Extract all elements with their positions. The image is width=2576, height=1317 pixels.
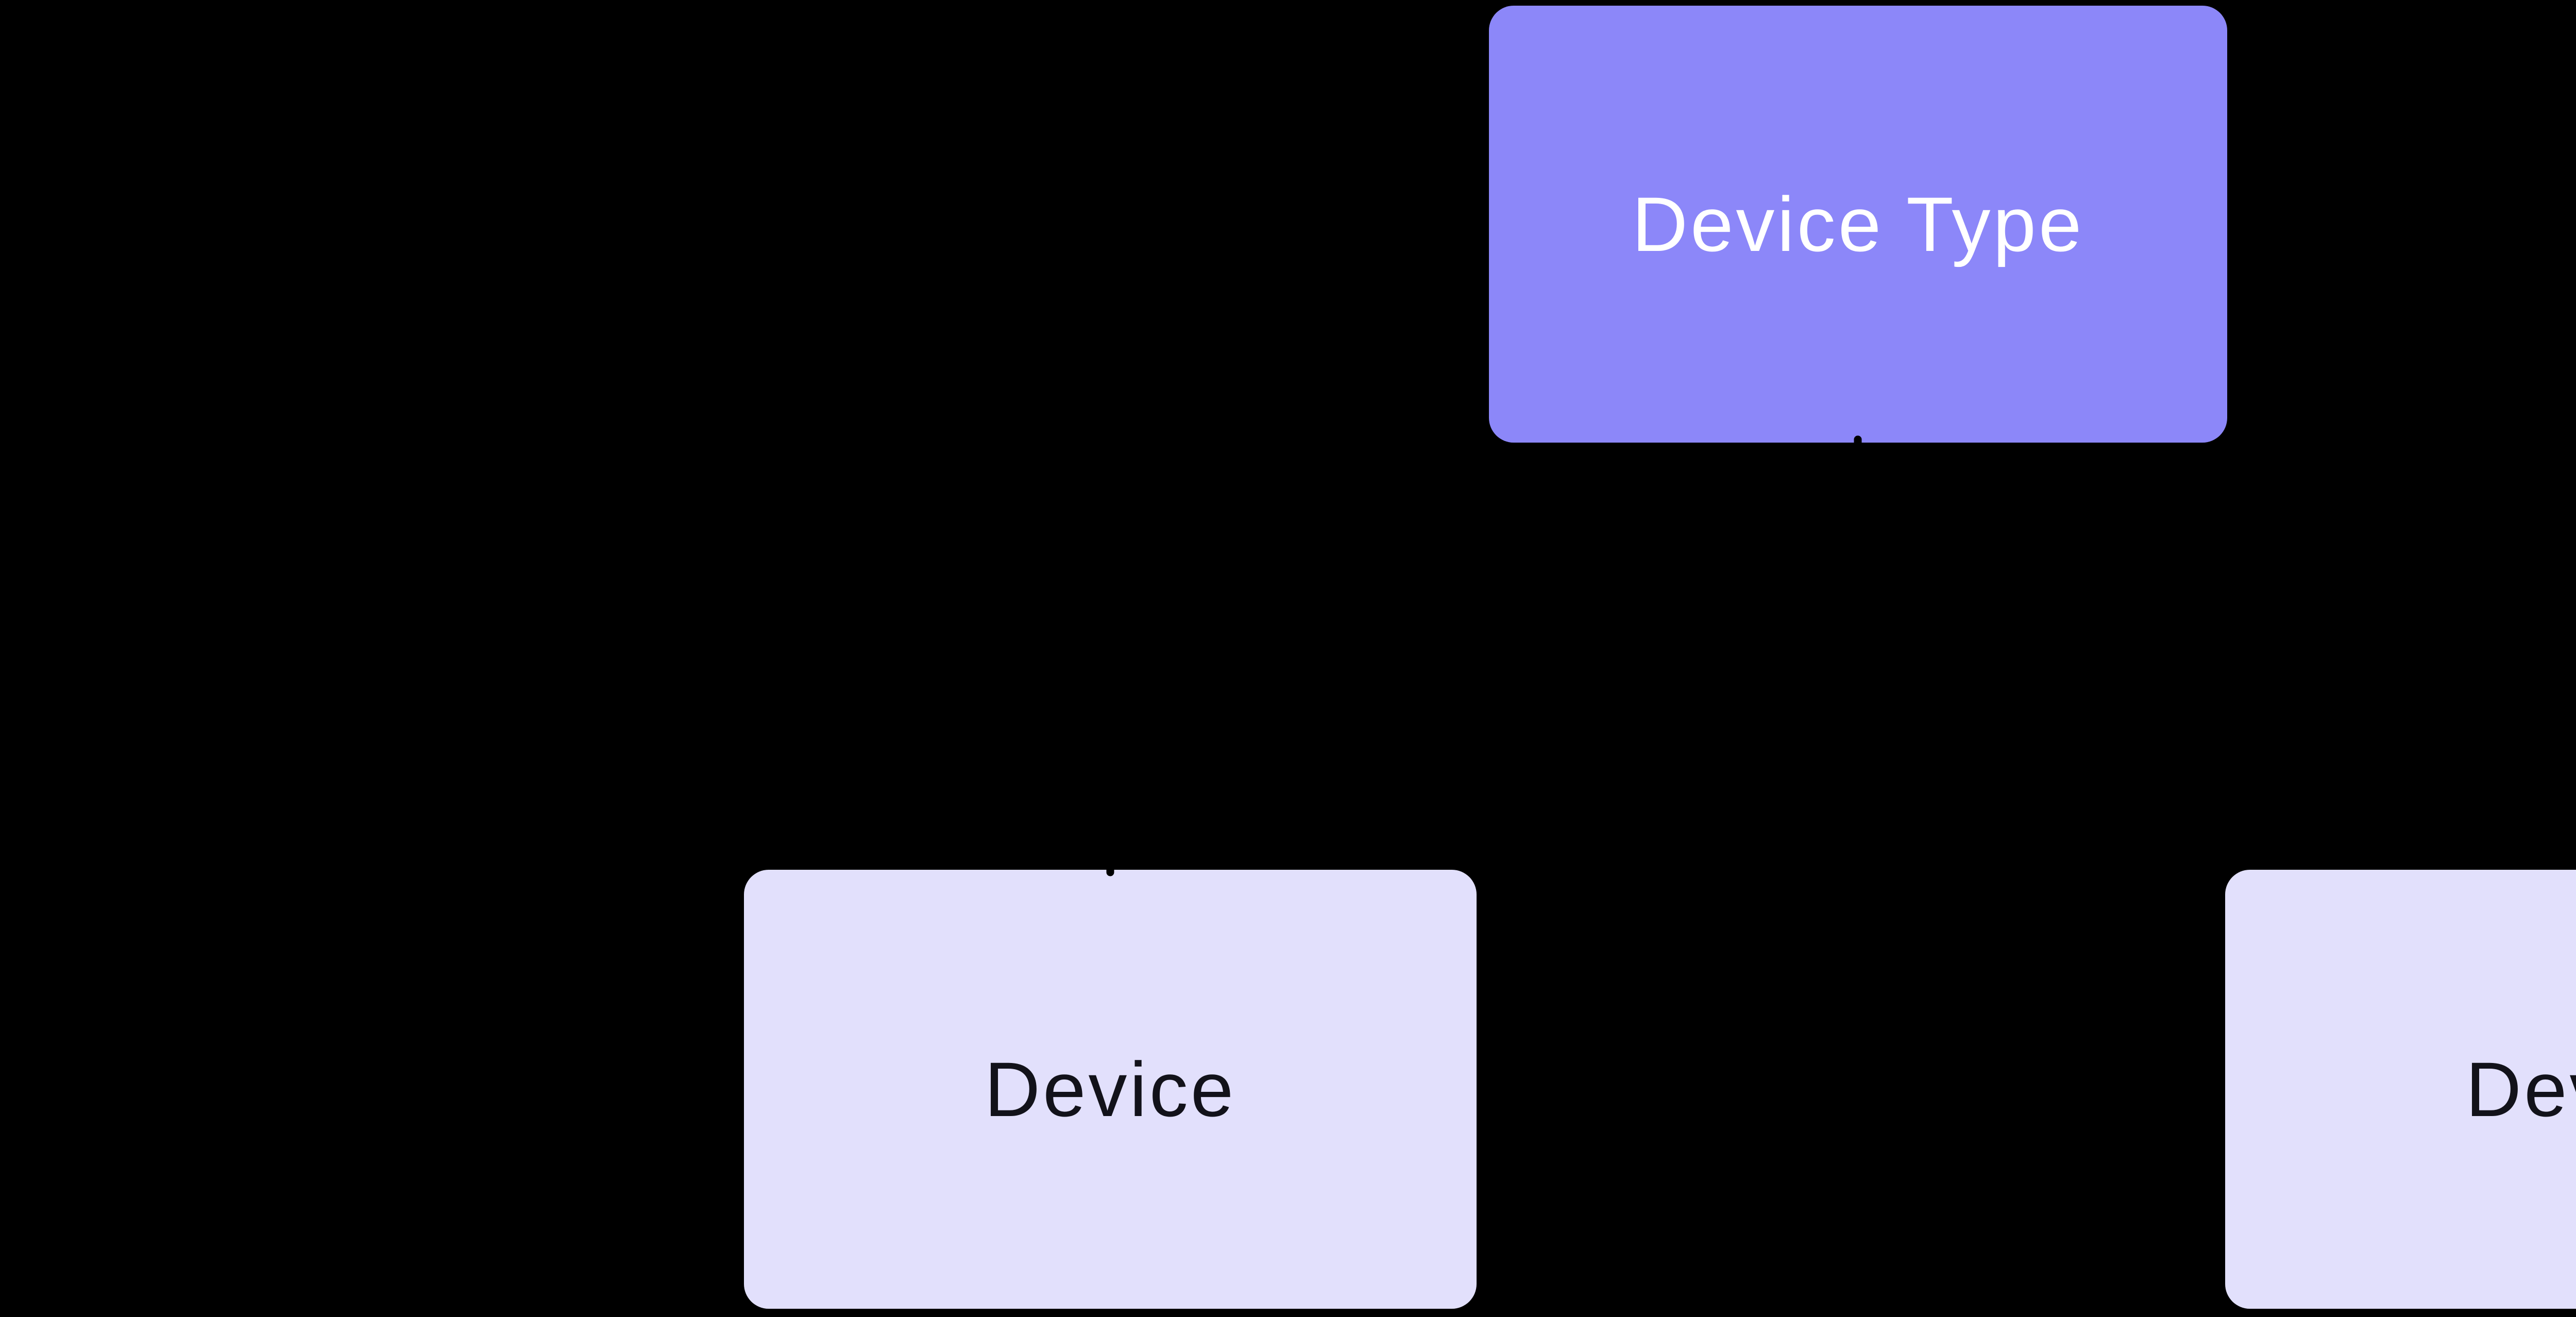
node-device-left[interactable]: Device	[744, 870, 1477, 1309]
edge-device-type-to-device-left	[1106, 435, 1862, 876]
node-device-right[interactable]: Device	[2225, 870, 2576, 1309]
node-device-type-label: Device Type	[1632, 181, 2084, 267]
node-device-left-label: Device	[984, 1046, 1236, 1133]
node-device-right-label: Device	[2465, 1046, 2576, 1133]
node-device-type[interactable]: Device Type	[1489, 6, 2227, 443]
edge-device-type-to-device-right	[1854, 435, 2576, 661]
